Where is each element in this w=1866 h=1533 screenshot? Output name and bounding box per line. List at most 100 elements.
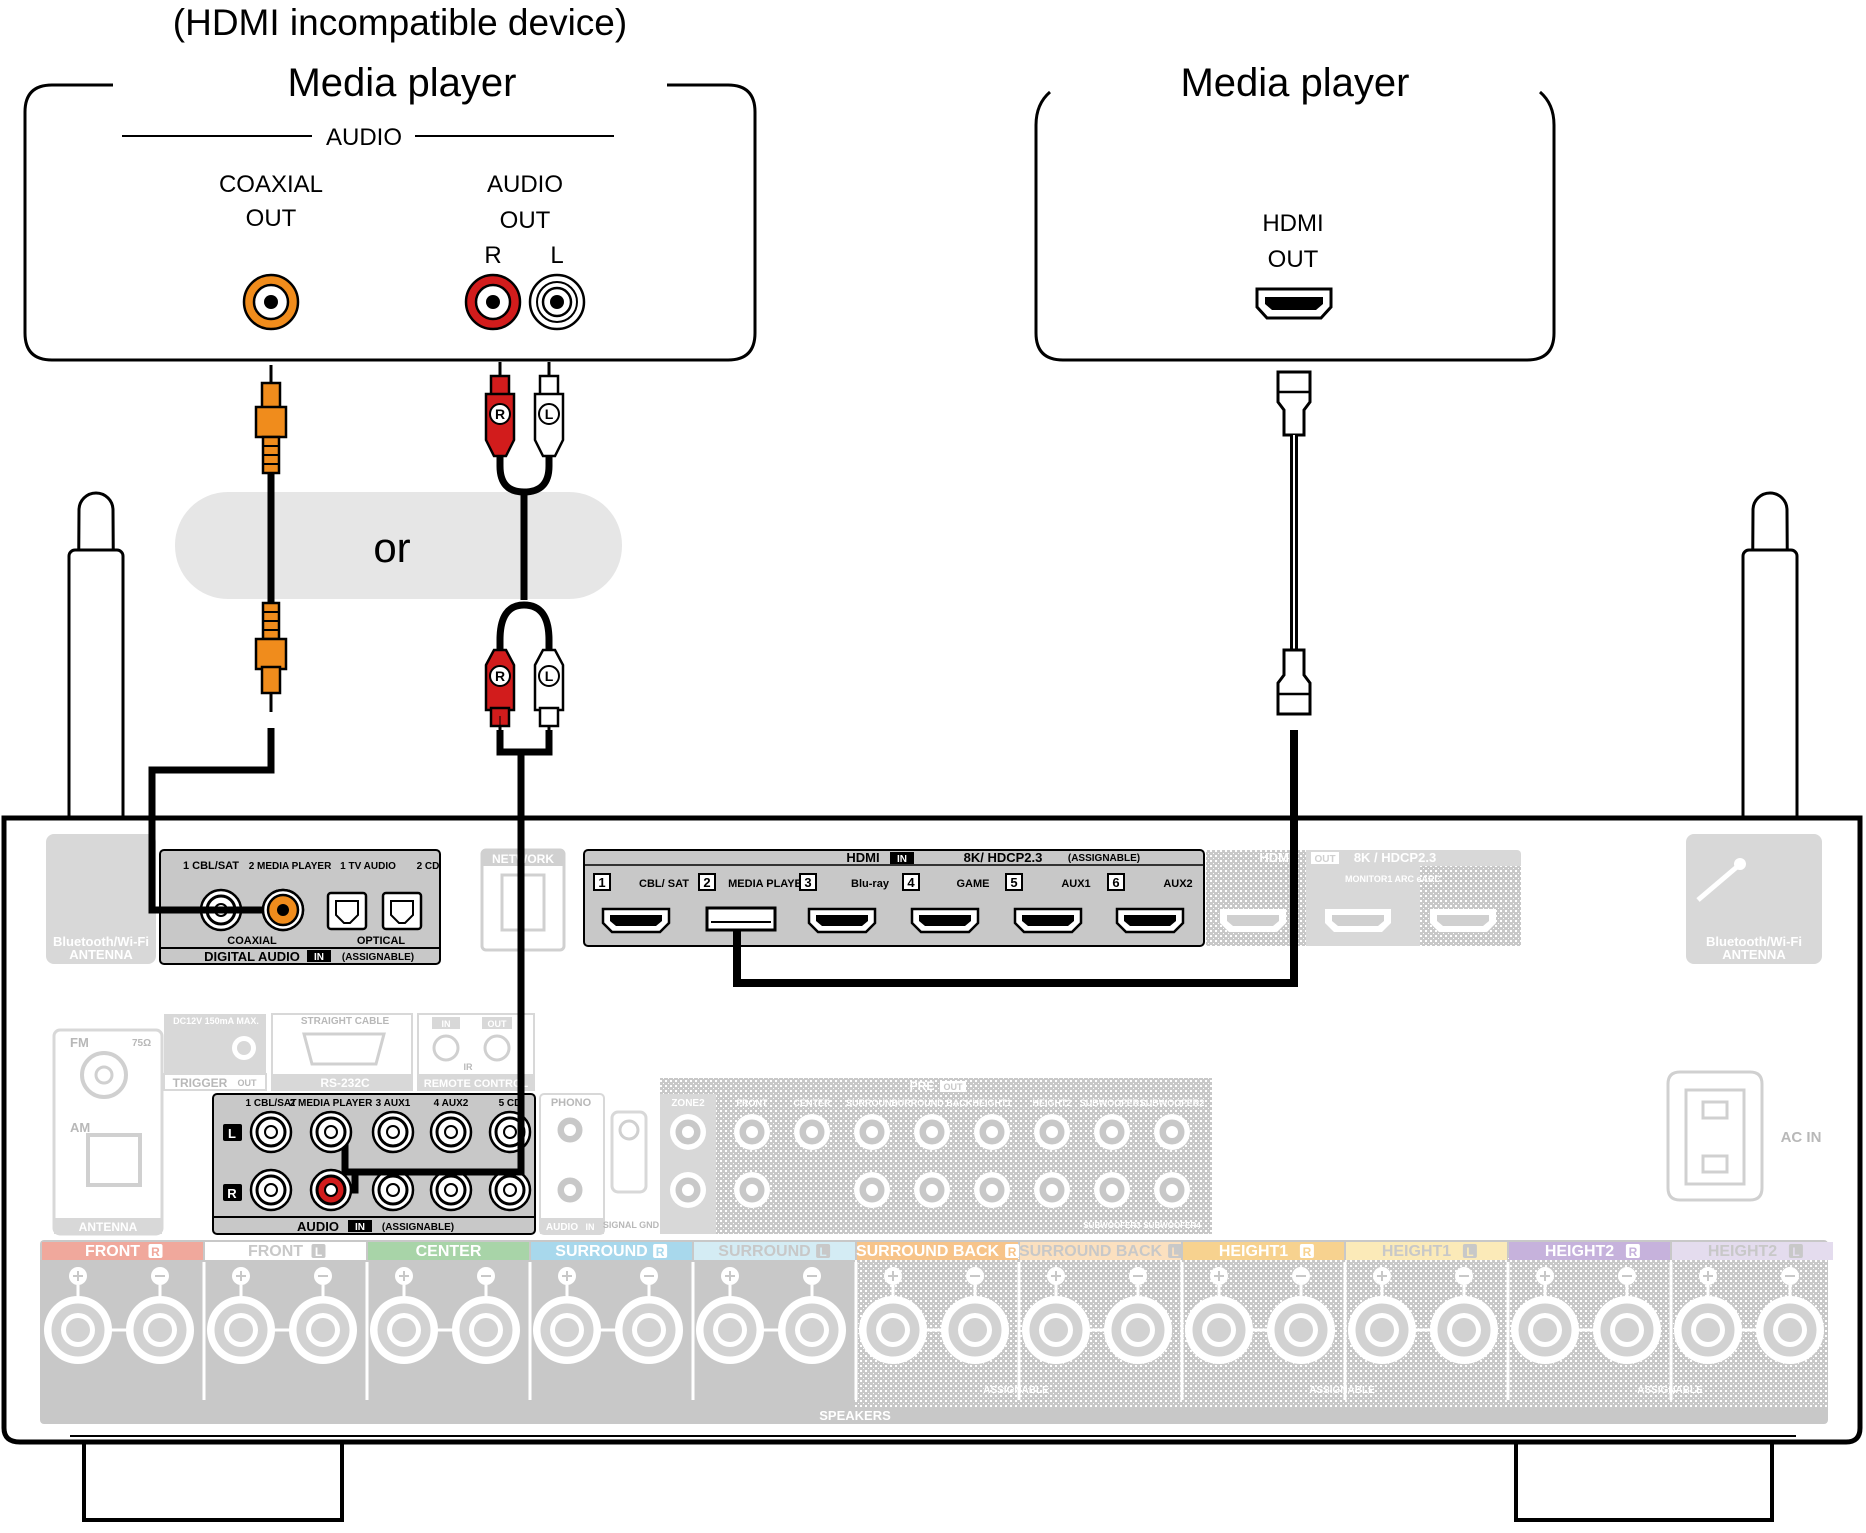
speaker-terminal-minus-8 xyxy=(1265,1294,1337,1366)
speaker-terminal-plus-3 xyxy=(368,1294,440,1366)
pre-out-jack-top-8 xyxy=(1152,1112,1192,1152)
pre-out-label-4: SURROUND BACK xyxy=(892,1098,973,1108)
hdmi-out-port[interactable] xyxy=(1255,287,1333,320)
plus-sign-icon xyxy=(1047,1267,1065,1285)
minus-sign-icon xyxy=(1781,1267,1799,1285)
hdmi-in-port-name-3: Blu-ray xyxy=(851,878,890,890)
digital-input-4: 2 CD xyxy=(417,861,440,872)
minus-sign-icon xyxy=(477,1267,495,1285)
audio-in-connected-r xyxy=(309,1168,353,1212)
hdmi-in-port-3[interactable] xyxy=(807,907,877,934)
ac-in-socket: AC IN xyxy=(1666,1070,1821,1202)
analog-audio-cable: R L R L xyxy=(309,362,565,1212)
audio-in-input-1: 1 CBL/SAT xyxy=(246,1098,297,1109)
pre-out-title: PRE xyxy=(910,1079,935,1093)
speaker-channel-band-5 xyxy=(694,1242,855,1260)
hdmi-in-port-5[interactable] xyxy=(1013,907,1083,934)
phono-audio: AUDIO xyxy=(546,1222,578,1233)
optical-in-1[interactable] xyxy=(326,891,368,931)
right-device-title: Media player xyxy=(1180,61,1409,105)
audio-in-jack-l-4[interactable] xyxy=(429,1110,473,1154)
optical-label: OPTICAL xyxy=(357,935,406,947)
speaker-terminal-plus-8 xyxy=(1183,1294,1255,1366)
pre-out-label-7: SUBWOOFER1 xyxy=(1080,1098,1145,1108)
pre-out-label-5: HEIGHT1 xyxy=(972,1098,1011,1108)
audio-out-l-jack[interactable] xyxy=(528,273,586,331)
hdmi-out-port-3 xyxy=(1430,909,1496,932)
remote-out: OUT xyxy=(488,1019,508,1029)
left-antenna-label-1: Bluetooth/Wi-Fi xyxy=(53,934,149,949)
speaker-channel-side-8: R xyxy=(1303,1245,1312,1259)
speaker-terminal-minus-2 xyxy=(287,1294,359,1366)
pre-out-jack-bottom-5 xyxy=(972,1170,1012,1210)
audio-out-label-1: AUDIO xyxy=(487,171,563,198)
hdmi-out-panel: HDMI OUT 8K / HDCP2.3 MONITOR1 ARC eARC xyxy=(1206,850,1521,946)
am-label: AM xyxy=(70,1120,90,1135)
pre-out-jack-top-5 xyxy=(972,1112,1012,1152)
remote-label: REMOTE CONTROL xyxy=(424,1078,529,1090)
coaxial-out-label-1: COAXIAL xyxy=(219,171,323,198)
minus-sign-icon xyxy=(1292,1267,1310,1285)
audio-out-l-label: L xyxy=(550,242,563,269)
hdmi-in-title: HDMI xyxy=(846,850,879,865)
or-bubble: or xyxy=(175,492,622,599)
plus-sign-icon xyxy=(1699,1267,1717,1285)
speaker-terminal-plus-1 xyxy=(42,1294,114,1366)
antenna-plug-icon xyxy=(1696,858,1746,902)
rs232c-cable: STRAIGHT CABLE xyxy=(301,1016,390,1027)
plus-sign-icon xyxy=(721,1267,739,1285)
speakers-assignable-3: ASSIGNABLE xyxy=(1637,1385,1703,1396)
speaker-terminal-plus-4 xyxy=(531,1294,603,1366)
speaker-terminal-minus-3 xyxy=(450,1294,522,1366)
speaker-channel-name-6: SURROUND BACK xyxy=(856,1243,1000,1260)
audio-in-jack-r-4[interactable] xyxy=(429,1168,473,1212)
hdmi-in-port-num-5: 5 xyxy=(1010,875,1017,890)
speaker-channel-name-4: SURROUND xyxy=(555,1243,647,1260)
speaker-terminal-minus-6 xyxy=(939,1294,1011,1366)
audio-group-label: AUDIO xyxy=(326,124,402,151)
audio-out-r-jack[interactable] xyxy=(464,273,522,331)
audio-in-input-5: 5 CD xyxy=(499,1098,522,1109)
audio-in-jack-r-1[interactable] xyxy=(249,1168,293,1212)
hdmi-in-port-name-6: AUX2 xyxy=(1163,878,1192,890)
remote-in: IN xyxy=(442,1019,451,1029)
audio-in-jack-r-3[interactable] xyxy=(371,1168,415,1212)
audio-in-jack-l-3[interactable] xyxy=(371,1110,415,1154)
plus-sign-icon xyxy=(1373,1267,1391,1285)
speaker-channel-name-11: HEIGHT2 xyxy=(1708,1243,1777,1260)
minus-sign-icon xyxy=(640,1267,658,1285)
coaxial-out-jack[interactable] xyxy=(242,273,300,331)
pre-out-jack-bottom-4 xyxy=(912,1170,952,1210)
pre-out-jack-top-4 xyxy=(912,1112,952,1152)
plus-sign-icon xyxy=(558,1267,576,1285)
hdmi-in-port-6[interactable] xyxy=(1115,907,1185,934)
audio-out-label-2: OUT xyxy=(500,207,551,234)
audio-in-jack-l-1[interactable] xyxy=(249,1110,293,1154)
audio-in-jack-r-5[interactable] xyxy=(488,1168,532,1212)
audio-out-r-label: R xyxy=(484,242,501,269)
speaker-channel-side-4: R xyxy=(656,1245,665,1259)
digital-audio-title: DIGITAL AUDIO xyxy=(204,949,300,964)
trigger-badge: OUT xyxy=(238,1078,258,1088)
speaker-terminal-plus-10 xyxy=(1509,1294,1581,1366)
left-antenna xyxy=(67,491,125,842)
digital-in-badge: IN xyxy=(314,952,324,963)
hdmi-in-port-4[interactable] xyxy=(910,907,980,934)
speaker-channel-name-3: CENTER xyxy=(416,1243,482,1260)
digital-input-3: 1 TV AUDIO xyxy=(340,861,396,872)
pre-out-sub-bottom-1: SUBWOOFER3 xyxy=(1083,1221,1141,1230)
plus-sign-icon xyxy=(1536,1267,1554,1285)
speakers-title: SPEAKERS xyxy=(819,1408,891,1423)
fm-label: FM xyxy=(70,1035,89,1050)
speaker-terminal-plus-5 xyxy=(694,1294,766,1366)
speaker-terminal-plus-11 xyxy=(1672,1294,1744,1366)
plug-r-bottom: R xyxy=(495,668,505,684)
hdmi-in-port-num-2: 2 xyxy=(703,875,710,890)
speaker-channel-side-2: L xyxy=(315,1245,322,1259)
minus-sign-icon xyxy=(1129,1267,1147,1285)
hdmi-in-port-1[interactable] xyxy=(601,907,671,934)
hdmi-incompatible-note: (HDMI incompatible device) xyxy=(173,2,627,43)
optical-in-2[interactable] xyxy=(381,891,423,931)
pre-out-jack-top-6 xyxy=(1032,1112,1072,1152)
speaker-channel-name-9: HEIGHT1 xyxy=(1382,1243,1451,1260)
